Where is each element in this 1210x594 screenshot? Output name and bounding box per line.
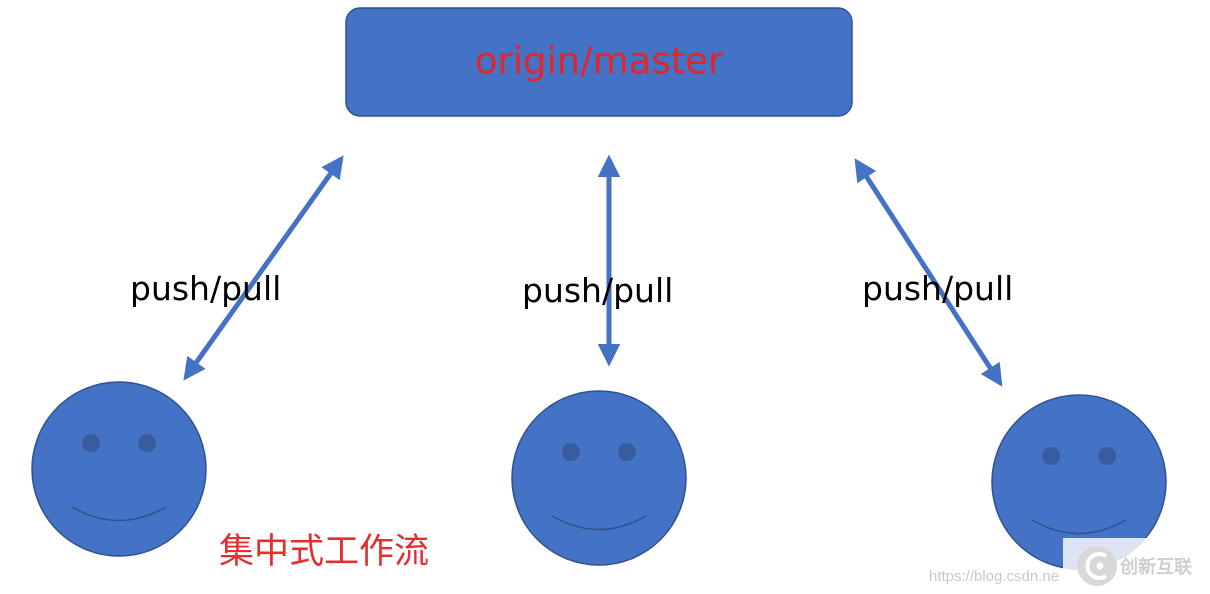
push-pull-arrow-right <box>854 158 1003 387</box>
smiley-right-eye <box>1098 447 1116 465</box>
watermark-url: https://blog.csdn.ne <box>929 568 1059 585</box>
developer-node-middle <box>511 390 687 566</box>
smiley-mouth <box>71 506 167 522</box>
smiley-left-eye <box>82 434 100 452</box>
origin-master-box <box>345 7 853 117</box>
push-pull-arrow-left <box>183 155 344 381</box>
origin-master-label: origin/master <box>475 40 724 83</box>
smiley-right-eye <box>618 443 636 461</box>
watermark-brand: 创新互联 <box>1119 556 1192 578</box>
smiley-mouth <box>551 515 647 531</box>
edge-label-middle: push/pull <box>522 271 673 310</box>
smiley-left-eye <box>1042 447 1060 465</box>
edge-label-right: push/pull <box>862 269 1013 308</box>
origin-master-node: origin/master <box>345 7 853 117</box>
smiley-mouth <box>1031 519 1127 535</box>
developer-node-right <box>991 394 1167 570</box>
smiley-face-icon <box>31 381 207 557</box>
watermark-logo-dot <box>1096 562 1104 570</box>
watermark-logo-c-shape <box>1085 552 1108 580</box>
diagram-caption: 集中式工作流 <box>219 532 429 572</box>
smiley-face-icon <box>511 390 687 566</box>
smiley-right-eye <box>138 434 156 452</box>
developer-node-left <box>31 381 207 557</box>
smiley-left-eye <box>562 443 580 461</box>
watermark: https://blog.csdn.ne 创新互联 <box>929 538 1210 594</box>
edge-label-left: push/pull <box>130 269 281 308</box>
